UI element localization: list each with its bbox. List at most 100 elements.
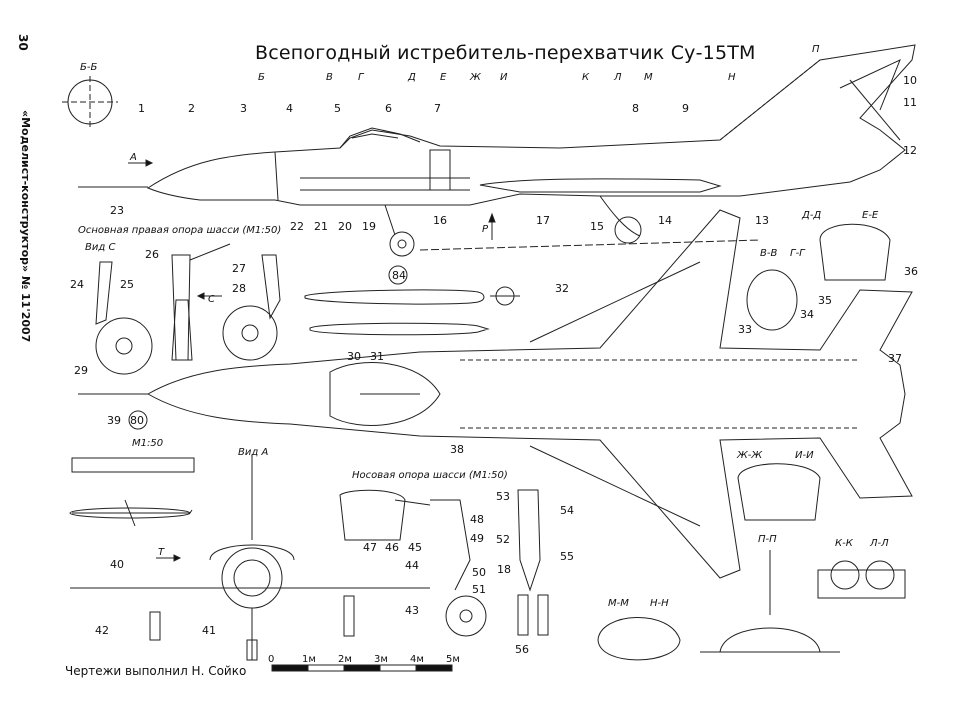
pylon-lines [529,261,701,527]
callout: 49 [470,532,484,545]
callout: 21 [314,220,328,233]
fin-rudder [839,59,901,111]
scale-label: 0 [268,654,274,665]
main-gear-caption: Основная правая опора шасси (М1:50) [78,225,281,236]
section-letter: И [500,72,508,83]
svg-text:И-И: И-И [795,450,814,461]
scale-bar: 0 1м 2м 3м 4м 5м [268,654,460,672]
section-letter: Ж [469,72,482,83]
callout: 7 [434,102,441,115]
svg-text:К-К: К-К [835,538,854,549]
missile-details: 84 [304,265,520,336]
canopy [339,127,421,149]
section-letter: Н [728,72,736,83]
section-letter: К [582,72,590,83]
callout: 26 [145,248,159,261]
callout: 30 [347,350,361,363]
svg-text:Е-Е: Е-Е [862,210,879,221]
section-letter: П [812,44,820,55]
svg-text:А: А [129,152,137,163]
callout: 34 [800,308,814,321]
main-wheel [614,216,642,244]
plan-canopy [329,362,441,426]
scale-label: 2м [338,654,352,665]
callout: 23 [110,204,124,217]
callout: 56 [515,643,529,656]
section-letter: Д [407,72,416,83]
callout: 18 [497,563,511,576]
svg-text:Вид С: Вид С [85,242,115,253]
scale-label: 3м [374,654,388,665]
svg-text:Г-Г: Г-Г [790,248,806,259]
callout: 1 [138,102,145,115]
aircraft-front-view: Вид А Т [70,447,430,661]
callout: 35 [818,294,832,307]
callout: 37 [888,352,902,365]
nose-gear-wheel-side [445,595,487,637]
callout: 54 [560,504,574,517]
callout: 24 [70,278,84,291]
callout: 51 [472,583,486,596]
callout: 53 [496,490,510,503]
svg-text:М-М: М-М [608,598,629,609]
callout: 9 [682,102,689,115]
svg-text:Б-Б: Б-Б [80,62,97,73]
scale-label: 1м [302,654,316,665]
drawing-title: Всепогодный истребитель-перехватчик Су-1… [255,42,756,64]
section-letter: Б [258,72,265,83]
nose-wheel [389,231,415,257]
callout: 41 [202,624,216,637]
callout: 15 [590,220,604,233]
section-letter: Л [613,72,622,83]
callout: 31 [370,350,384,363]
section-letter: Е [440,72,447,83]
svg-text:Ж-Ж: Ж-Ж [736,450,763,461]
section-letter: М [644,72,653,83]
callout: 47 [363,541,377,554]
aircraft-plan-view [78,209,913,579]
main-gear-wheel-front [95,317,153,375]
scale-note: М1:50 [132,438,163,449]
svg-text:84: 84 [392,269,406,282]
svg-text:С: С [208,294,215,305]
svg-text:Вид А: Вид А [238,447,268,458]
missile-top [304,289,485,305]
callout: 40 [110,558,124,571]
callout: 38 [450,443,464,456]
callout: 4 [286,102,293,115]
callout: 46 [385,541,399,554]
callout: 3 [240,102,247,115]
nose-gear-details [339,489,549,637]
section-markers: Б В Г Д Е Ж И К Л М Н П [258,44,820,83]
main-gear-wheel-side [222,305,278,361]
svg-text:Р: Р [482,224,489,235]
svg-text:Т: Т [158,547,165,558]
view-arrow-p: Р [482,212,496,240]
callout: 33 [738,323,752,336]
main-gear-details: Вид С С [85,242,281,375]
callout: 6 [385,102,392,115]
pod-details [69,457,195,527]
callout: 48 [470,513,484,526]
main-gear-strut [599,195,641,237]
callout: 44 [405,559,419,572]
view-arrow-a: А [128,152,154,167]
callout: 36 [904,265,918,278]
missile-bottom [309,322,490,336]
callout: 52 [496,533,510,546]
callout: 28 [232,282,246,295]
callout: 42 [95,624,109,637]
callout-numbers: 1 2 3 4 5 6 7 8 9 10 11 12 13 14 15 16 1… [70,74,918,656]
scale-label: 4м [410,654,424,665]
svg-text:В-В: В-В [760,248,777,259]
svg-text:Л-Л: Л-Л [869,538,889,549]
plan-outline [146,209,913,579]
svg-text:80: 80 [130,414,144,427]
side-fuselage-outline [146,44,916,206]
svg-text:Н-Н: Н-Н [650,598,669,609]
section-views-right: Д-Д Е-Е В-В Г-Г Ж-Ж И-И П-П К-К Л-Л М-М … [597,210,906,661]
callout: 32 [555,282,569,295]
callout: 17 [536,214,550,227]
callout: 20 [338,220,352,233]
author-credit: Чертежи выполнил Н. Сойко [65,664,247,678]
